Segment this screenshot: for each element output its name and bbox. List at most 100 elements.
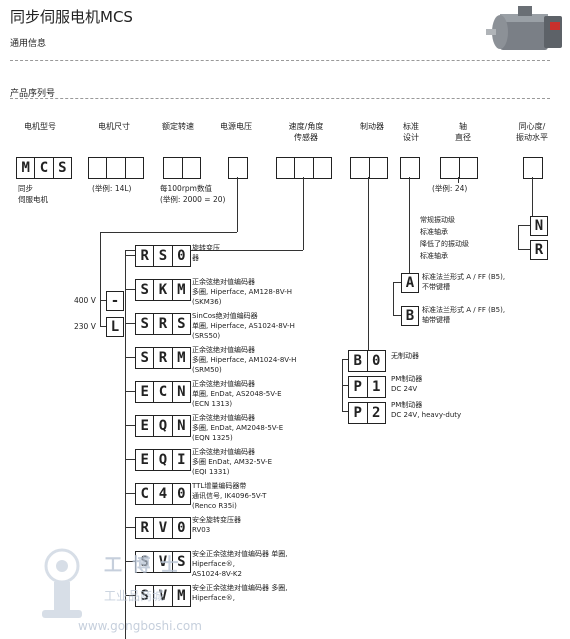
model-code-cell: C — [34, 158, 52, 178]
voltage-option-label: 230 V — [74, 322, 96, 331]
sensor-code-cell: C — [153, 382, 171, 402]
sensor-code-cell: M — [171, 348, 190, 368]
sensor-code-cell: M — [171, 280, 190, 300]
sensor-code-cell: V — [153, 552, 171, 572]
brake-option-desc: PM制动器 DC 24V, heavy-duty — [391, 401, 462, 419]
page-title: 同步伺服电机MCS — [10, 8, 133, 26]
model-code-cell: M — [21, 160, 30, 176]
design-notes: 常规振动级 标准轴承 降低了的振动级 标准轴承 — [420, 216, 469, 260]
design-option-box: A — [401, 273, 419, 293]
model-code-cell: S — [52, 158, 71, 178]
sensor-option-desc: 安全正余弦绝对值编码器 单圈, Hiperface®, AS1024-8V-K2 — [192, 550, 288, 578]
design-option-box: B — [401, 306, 419, 326]
sensor-code-cell: 4 — [153, 484, 171, 504]
watermark-logo — [42, 548, 82, 618]
size-note: (举例: 14L) — [92, 184, 132, 193]
model-code-box: M C S — [16, 157, 72, 179]
vibration-option-box: N — [530, 216, 548, 236]
sensor-code-cell: R — [140, 520, 149, 536]
sensor-code-cell: R — [140, 248, 149, 264]
sensor-code-cell: E — [140, 452, 149, 468]
brake-option-desc: 无制动器 — [391, 352, 419, 360]
sensor-code-cell: E — [140, 384, 149, 400]
column-label-shaft: 轴 直径 — [455, 122, 471, 142]
sensor-option-desc: 正余弦绝对值编码器 多圈, Hiperface, AM1024-8V-H (SR… — [192, 346, 297, 374]
sensor-option-desc: 安全旋转变压器 RV03 — [192, 516, 241, 534]
vibration-code-box — [523, 157, 543, 179]
sensor-code-cell: K — [153, 280, 171, 300]
brake-code-box — [350, 157, 388, 179]
design-code-box — [400, 157, 420, 179]
design-option-desc: 标准法兰形式 A / FF (B5), 不带键槽 — [422, 273, 506, 291]
vibration-option-box: R — [530, 240, 548, 260]
sensor-code-cell: S — [140, 350, 149, 366]
sensor-code-cell: C — [140, 486, 149, 502]
sensor-code-cell: S — [171, 314, 190, 334]
sensor-code-cell: M — [171, 586, 190, 606]
sensor-code-cell: V — [153, 586, 171, 606]
sensor-option-desc: 正余弦绝对值编码器 多圈, EnDat, AM2048-5V-E (EQN 13… — [192, 414, 284, 442]
speed-note: 每100rpm数值 (举例: 2000 = 20) — [160, 184, 226, 204]
sensor-option-desc: SinCos绝对值编码器 单圈, Hiperface, AS1024-8V-H … — [192, 312, 295, 340]
sensor-code-cell: S — [140, 282, 149, 298]
voltage-option-box: - — [106, 291, 124, 311]
sensor-code-cell: Q — [153, 416, 171, 436]
motor-image — [486, 6, 562, 50]
sensor-code-cell: S — [140, 554, 149, 570]
sensor-code-cell: Q — [153, 450, 171, 470]
sensor-code-cell: N — [171, 416, 190, 436]
shaft-code-box — [440, 157, 478, 179]
sensor-code-cell: 0 — [171, 484, 190, 504]
column-label-sensor: 速度/角度 传感器 — [288, 122, 324, 142]
sensor-code-cell: E — [140, 418, 149, 434]
sensor-option-desc: 正余弦绝对值编码器 多圈, Hiperface, AM128-8V-H (SKM… — [192, 278, 292, 306]
sensor-option-desc: 旋转变压 器 — [192, 244, 220, 262]
column-label-size: 电机尺寸 — [98, 122, 130, 131]
sensor-code-cell: N — [171, 382, 190, 402]
sensor-code-cell: I — [171, 450, 190, 470]
page-subtitle: 通用信息 — [10, 39, 47, 49]
sensor-option-desc: 正余弦绝对值编码器 单圈, EnDat, AS2048-5V-E (ECN 13… — [192, 380, 282, 408]
sensor-option-desc: TTL增量编码器带 通讯信号, IK4096-5V-T (Renco R35i) — [192, 482, 267, 510]
section-title: 产品序列号 — [10, 89, 56, 99]
divider — [10, 98, 550, 99]
sensor-code-cell: R — [153, 314, 171, 334]
column-label-brake: 制动器 — [360, 122, 384, 131]
sensor-option-desc: 正余弦绝对值编码器 多圈 EnDat, AM32-5V-E (EQI 1331) — [192, 448, 273, 476]
column-label-vibration: 同心度/ 振动水平 — [516, 122, 548, 142]
size-code-box — [88, 157, 144, 179]
sensor-code-cell: S — [153, 246, 171, 266]
voltage-option-label: 400 V — [74, 296, 96, 305]
sensor-code-box — [276, 157, 332, 179]
sensor-code-cell: R — [153, 348, 171, 368]
voltage-code-box — [228, 157, 248, 179]
sensor-option-desc: 安全正余弦绝对值编码器 多圈, Hiperface®, — [192, 584, 288, 602]
voltage-option-box: L — [106, 317, 124, 337]
watermark-url: www.gongboshi.com — [78, 619, 202, 633]
brake-option-desc: PM制动器 DC 24V — [391, 375, 423, 393]
sensor-code-cell: S — [140, 316, 149, 332]
column-label-speed: 额定转速 — [162, 122, 194, 131]
shaft-note: (举例: 24) — [432, 184, 468, 193]
sensor-code-cell: S — [171, 552, 190, 572]
design-option-desc: 标准法兰形式 A / FF (B5), 轴带键槽 — [422, 306, 506, 324]
watermark-text: 工 博 士 — [104, 555, 181, 576]
model-note: 同步 伺服电机 — [18, 184, 48, 204]
sensor-code-cell: S — [140, 588, 149, 604]
sensor-code-cell: 0 — [171, 518, 190, 538]
speed-code-box — [163, 157, 201, 179]
column-label-voltage: 电源电压 — [220, 122, 252, 131]
column-label-model: 电机型号 — [24, 122, 56, 131]
column-label-design: 标准 设计 — [403, 122, 419, 142]
sensor-code-cell: V — [153, 518, 171, 538]
